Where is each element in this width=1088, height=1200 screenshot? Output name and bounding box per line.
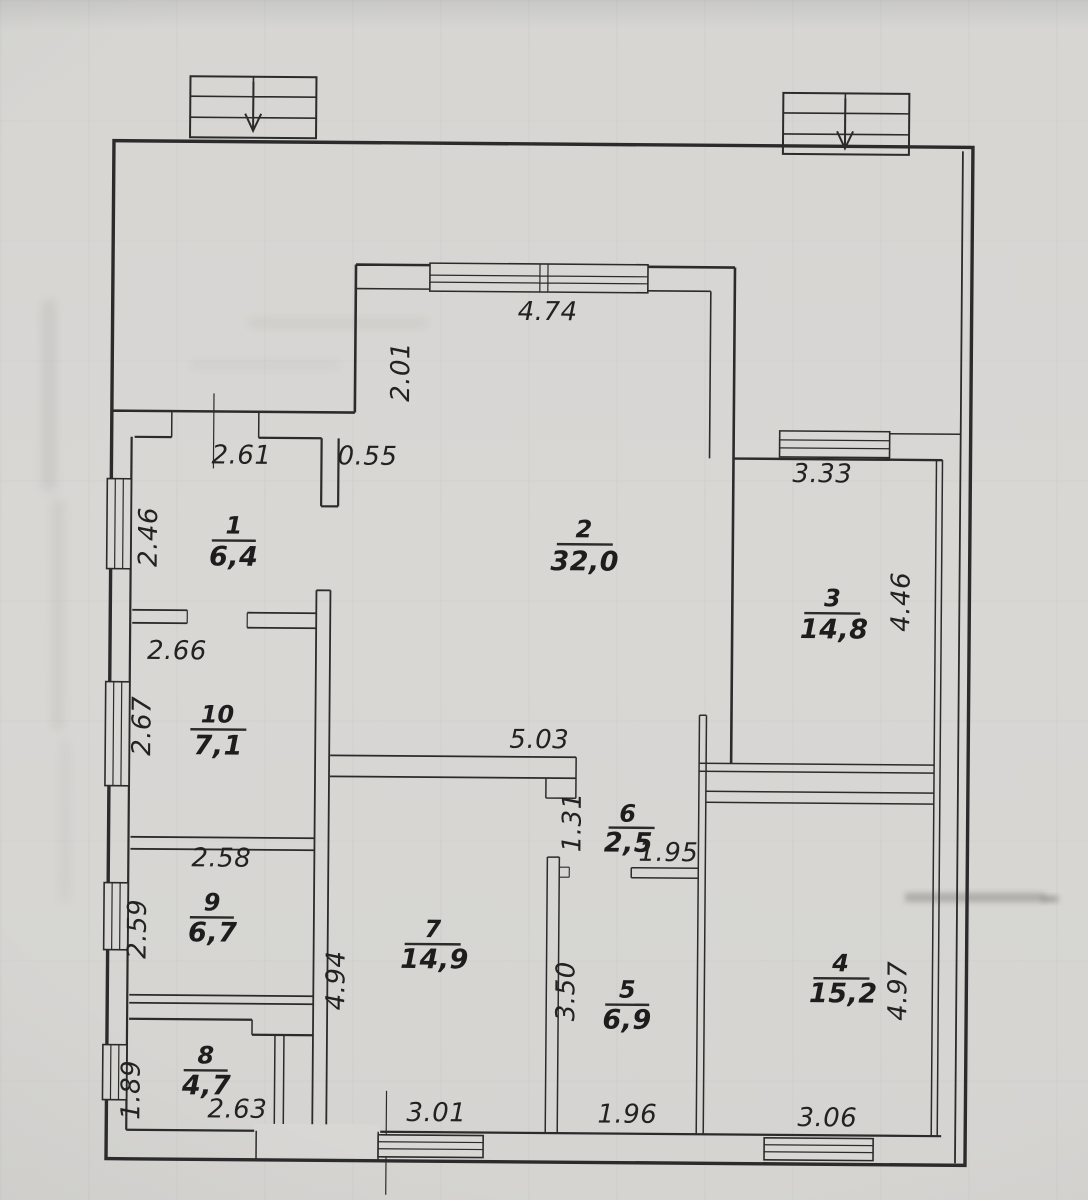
dim-entry-pier: 0.55 — [337, 441, 397, 471]
room9-bottom-wall — [129, 993, 314, 1006]
room-number: 6 — [619, 800, 636, 828]
stairs-right-icon — [781, 91, 911, 156]
room3-walls — [699, 432, 961, 1137]
dim-room10-depth: 2.67 — [127, 696, 157, 756]
room-label-5: 56,9 — [602, 976, 652, 1036]
dim-room9-width: 2.58 — [191, 843, 251, 873]
room-area: 32,0 — [550, 546, 619, 578]
room-number: 8 — [197, 1041, 214, 1069]
room8-walls — [129, 1017, 313, 1132]
room-number: 9 — [204, 888, 221, 916]
entrance-door-opening — [254, 1090, 388, 1195]
hall-wall — [329, 754, 577, 800]
dim-room3-width: 3.33 — [792, 459, 852, 489]
room-label-10: 107,1 — [190, 700, 247, 762]
exterior-walls — [104, 138, 975, 1168]
room-label-3: 314,8 — [800, 584, 869, 646]
room-area: 14,9 — [400, 944, 469, 976]
corridor-wall — [311, 589, 332, 1132]
room-label-8: 84,7 — [181, 1041, 232, 1101]
room-number: 5 — [619, 976, 636, 1004]
dim-room4-depth: 4.97 — [883, 961, 913, 1021]
right-wall-inner-face — [954, 151, 964, 1164]
dim-room9-depth: 2.59 — [123, 899, 153, 959]
window-icon — [101, 1043, 128, 1101]
terrace-walls — [112, 263, 737, 764]
window-icon — [105, 477, 133, 570]
arrow-down-icon — [836, 98, 854, 151]
room-number: 2 — [575, 515, 592, 543]
room9-room10-divider — [130, 835, 315, 852]
room-number: 7 — [424, 915, 441, 943]
dim-room8-depth: 1.89 — [116, 1060, 146, 1120]
dim-room1-depth: 2.46 — [134, 507, 164, 567]
dimension-labels: 2.61 0.55 2.46 4.74 2.01 3.33 4.46 2.66 … — [116, 297, 916, 1134]
room-label-1: 16,4 — [209, 512, 259, 573]
arrow-down-icon — [244, 81, 263, 134]
room-area: 2,5 — [604, 828, 654, 859]
room-labels: 16,4 232,0 314,8 415,2 56,9 62,5 714,9 8… — [181, 512, 878, 1102]
dim-room6-width: 1.95 — [638, 838, 698, 868]
room-label-6: 62,5 — [604, 800, 655, 859]
room-number: 3 — [824, 584, 841, 612]
dim-room5-width: 1.96 — [597, 1099, 657, 1129]
window-icon — [104, 680, 131, 787]
dim-room2-bay-depth: 2.01 — [386, 342, 416, 402]
window-icon — [377, 1133, 484, 1159]
room-area: 6,9 — [602, 1005, 652, 1036]
dim-room5-depth: 3.50 — [551, 961, 581, 1021]
window-icon — [102, 881, 129, 951]
dim-room1-width: 2.61 — [211, 440, 271, 470]
dimension-tick — [212, 393, 215, 469]
dim-room10-width: 2.66 — [147, 636, 207, 666]
room-label-2: 232,0 — [550, 515, 619, 578]
dim-hall-width: 5.03 — [509, 725, 569, 755]
dim-room7-width: 3.01 — [406, 1098, 466, 1128]
dim-room7-depth: 4.94 — [321, 950, 351, 1010]
windows — [101, 262, 891, 1162]
dim-room8-width: 2.63 — [207, 1094, 267, 1124]
room-area: 7,1 — [193, 730, 243, 761]
room-number: 4 — [831, 949, 849, 977]
entry-pier — [320, 438, 340, 508]
room-area: 4,7 — [181, 1070, 232, 1101]
window-icon — [778, 430, 891, 459]
room-area: 6,4 — [209, 541, 259, 572]
room-label-9: 96,7 — [188, 888, 238, 948]
dim-room2-bay-width: 4.74 — [518, 297, 578, 327]
room-label-4: 415,2 — [809, 949, 878, 1010]
room-area: 6,7 — [188, 917, 238, 948]
window-icon — [763, 1136, 874, 1162]
room-number: 1 — [226, 512, 243, 540]
room4-room5-room6-dividers — [544, 714, 934, 1135]
room1-walls — [134, 393, 340, 508]
room-area: 14,8 — [800, 614, 869, 646]
room-label-7: 714,9 — [400, 915, 469, 976]
dim-room6-opening: 1.31 — [557, 792, 587, 852]
room-number: 10 — [201, 700, 235, 728]
dim-room3-depth: 4.46 — [886, 572, 916, 632]
room1-room10-divider — [132, 608, 317, 630]
stairs-left-icon — [189, 75, 318, 140]
dim-room4-width: 3.06 — [797, 1103, 857, 1133]
window-icon — [429, 262, 649, 294]
room-area: 15,2 — [809, 978, 878, 1010]
